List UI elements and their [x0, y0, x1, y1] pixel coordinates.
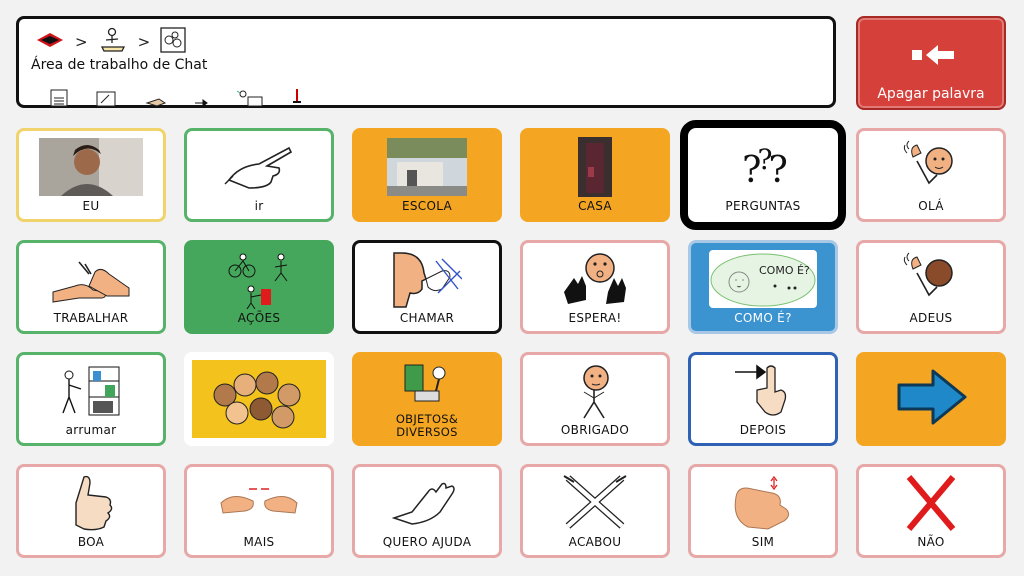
group-of-people-icon [192, 362, 326, 438]
help-hand-icon [355, 473, 499, 533]
breadcrumb-separator: > [75, 33, 88, 51]
tile-label: arrumar [65, 423, 117, 437]
tile-quero-ajuda[interactable]: QUERO AJUDA [352, 464, 502, 558]
tile-label: AÇÕES [237, 311, 281, 325]
finished-crossed-arms-icon [523, 473, 667, 533]
document-icon [95, 91, 119, 111]
waving-person-icon [859, 137, 1003, 197]
no-x-icon [859, 473, 1003, 533]
breadcrumb-separator: > [137, 33, 151, 51]
como-e-text: COMO É? [759, 264, 810, 277]
more-hands-icon [187, 473, 331, 533]
arrow-icon [195, 92, 209, 111]
tile-como-e[interactable]: COMO É? COMO É? [688, 240, 838, 334]
tidy-shelves-icon [19, 361, 163, 421]
tile-label: SIM [751, 535, 775, 549]
thank-you-icon [523, 361, 667, 421]
tile-ir[interactable]: ir [184, 128, 334, 222]
tile-ola[interactable]: OLÁ [856, 128, 1006, 222]
tile-acabou[interactable]: ACABOU [520, 464, 670, 558]
eu-photo [19, 137, 163, 197]
tile-objetos-diversos[interactable]: OBJETOS& DIVERSOS [352, 352, 502, 446]
tile-obrigado[interactable]: OBRIGADO [520, 352, 670, 446]
tile-label: OBRIGADO [560, 423, 630, 437]
tile-mais[interactable]: MAIS [184, 464, 334, 558]
tile-depois[interactable]: DEPOIS [688, 352, 838, 446]
tile-adeus[interactable]: ADEUS [856, 240, 1006, 334]
tile-label: MAIS [243, 535, 275, 549]
tile-label: CASA [578, 199, 612, 213]
tile-chamar[interactable]: CHAMAR [352, 240, 502, 334]
wait-hands-icon [523, 249, 667, 309]
backspace-icon [906, 42, 960, 72]
tile-label: PERGUNTAS [725, 199, 801, 213]
tile-sim[interactable]: SIM [688, 464, 838, 558]
house-door-photo [523, 137, 667, 197]
down-arrow-icon [291, 89, 303, 111]
home-icon[interactable] [35, 31, 65, 53]
como-e-icon: COMO É? [691, 249, 835, 309]
tile-label: NÃO [917, 535, 945, 549]
tile-eu[interactable]: EU [16, 128, 166, 222]
tile-arrumar[interactable]: arrumar [16, 352, 166, 446]
tile-label: BOA [77, 535, 105, 549]
question-marks-icon: ??? [742, 143, 788, 191]
hand-icon [145, 92, 169, 111]
message-symbols [49, 89, 303, 111]
working-hands-icon [19, 249, 163, 309]
tile-boa[interactable]: BOA [16, 464, 166, 558]
tile-label: QUERO AJUDA [382, 535, 472, 549]
worker-icon[interactable] [98, 27, 128, 57]
breadcrumb: > > [35, 27, 186, 57]
delete-word-label: Apagar palavra [877, 86, 985, 102]
tile-perguntas[interactable]: ??? PERGUNTAS [680, 120, 846, 230]
tile-espera[interactable]: ESPERA! [520, 240, 670, 334]
abc-book-icon [49, 89, 69, 111]
tile-label: EU [82, 199, 100, 213]
next-arrow-icon [859, 367, 1003, 427]
tile-label: ADEUS [909, 311, 953, 325]
waving-goodbye-icon [859, 249, 1003, 309]
tile-label: ir [254, 199, 264, 213]
yes-fist-icon [691, 473, 835, 533]
delete-word-button[interactable]: Apagar palavra [856, 16, 1006, 110]
after-hand-icon [691, 361, 835, 421]
board-title: Área de trabalho de Chat [31, 57, 208, 73]
tile-label: ESCOLA [402, 199, 452, 213]
chat-board-icon[interactable] [160, 27, 186, 57]
objects-icon [355, 361, 499, 405]
tile-acoes[interactable]: AÇÕES [184, 240, 334, 334]
message-bar[interactable]: > > Área de trabalho de Chat [16, 16, 836, 108]
tile-label: ACABOU [568, 535, 622, 549]
tile-label: ESPERA! [568, 311, 622, 325]
tile-label: TRABALHAR [53, 311, 129, 325]
tile-nao[interactable]: NÃO [856, 464, 1006, 558]
tile-label: COMO É? [734, 311, 792, 325]
pointing-hand-icon [187, 137, 331, 197]
tile-label: OBJETOS& DIVERSOS [395, 412, 459, 439]
school-photo [355, 137, 499, 197]
tile-people[interactable] [184, 352, 334, 446]
tile-label: DEPOIS [739, 423, 787, 437]
tile-escola[interactable]: ESCOLA [352, 128, 502, 222]
tile-label: CHAMAR [399, 311, 455, 325]
thumbs-up-icon [19, 473, 163, 533]
tile-casa[interactable]: CASA [520, 128, 670, 222]
calling-person-icon [355, 249, 499, 309]
tile-next-page[interactable] [856, 352, 1006, 446]
tile-trabalhar[interactable]: TRABALHAR [16, 240, 166, 334]
people-icon [235, 89, 265, 111]
tile-label: OLÁ [918, 199, 944, 213]
actions-icon [187, 249, 331, 309]
